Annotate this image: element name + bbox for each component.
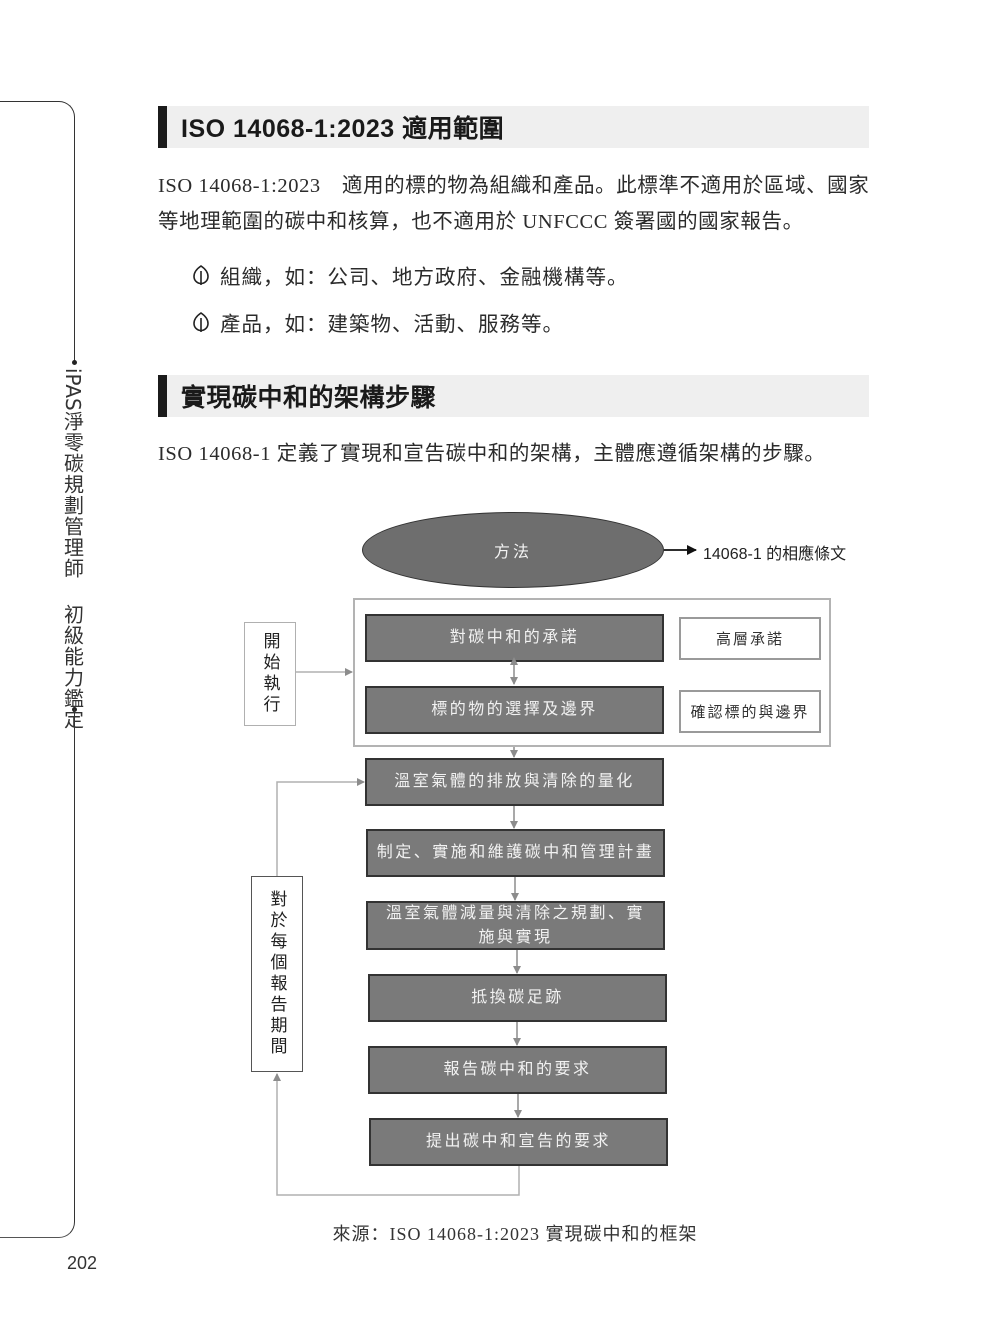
step-label: 抵換碳足跡 [471, 989, 564, 1006]
side-tab-title-latin: iPAS [61, 368, 85, 411]
heading-accent-bar [158, 106, 167, 148]
clause-legend-label: 14068-1 的相應條文 [703, 546, 847, 563]
step-ghg-quantification: 溫室氣體的排放與清除的量化 [365, 758, 664, 806]
step-declaration: 提出碳中和宣告的要求 [369, 1118, 668, 1166]
section-heading-scope: ISO 14068-1:2023 適用範圍 [158, 106, 869, 148]
clause-label: 高層承諾 [715, 632, 784, 648]
side-tab-title: iPAS 淨零碳規劃管理師 初級能力鑑定 [57, 368, 89, 730]
heading-accent-bar [158, 375, 167, 417]
step-label: 溫室氣體減量與清除之規劃、實施與實現 [385, 904, 645, 946]
start-execution-box: 開始執行 [244, 622, 296, 726]
step-label: 報告碳中和的要求 [443, 1061, 592, 1078]
scope-paragraph: ISO 14068-1:2023 適用的標的物為組織和產品。此標準不適用於區域、… [158, 175, 870, 233]
reporting-period-box: 對於每個報告期間 [251, 876, 303, 1072]
bullet-item: 組織，如：公司、地方政府、金融機構等。 [190, 260, 629, 290]
step-label: 標的物的選擇及邊界 [431, 701, 598, 718]
step-label: 對碳中和的承諾 [449, 629, 580, 646]
step-offset: 抵換碳足跡 [368, 974, 667, 1022]
side-tab-title-cjk: 淨零碳規劃管理師 初級能力鑑定 [60, 410, 85, 730]
method-label: 方法 [493, 544, 532, 561]
side-tab-line-bottom [0, 709, 75, 1238]
leaf-icon [193, 265, 209, 285]
side-tab-line-top [0, 101, 75, 362]
loop-label: 對於每個報告期間 [267, 890, 287, 1058]
method-ellipse: 方法 [362, 512, 664, 588]
step-label: 制定、實施和維護碳中和管理計畫 [376, 844, 655, 861]
step-reporting: 報告碳中和的要求 [368, 1046, 667, 1094]
clause-label: 確認標的與邊界 [690, 705, 810, 721]
bullet-text: 組織，如：公司、地方政府、金融機構等。 [220, 267, 629, 289]
bullet-text: 產品，如：建築物、活動、服務等。 [220, 314, 564, 336]
side-tab-dot-top [72, 360, 77, 365]
clause-confirm-boundary: 確認標的與邊界 [679, 690, 821, 733]
page-number: 202 [67, 1253, 98, 1273]
bullet-item: 產品，如：建築物、活動、服務等。 [190, 307, 564, 337]
leaf-icon [193, 312, 209, 332]
heading-text: ISO 14068-1:2023 適用範圍 [181, 115, 505, 143]
framework-paragraph: ISO 14068-1 定義了實現和宣告碳中和的架構，主體應遵循架構的步驟。 [158, 443, 826, 465]
step-label: 溫室氣體的排放與清除的量化 [394, 773, 635, 790]
section-heading-framework: 實現碳中和的架構步驟 [158, 375, 869, 417]
step-reduction-planning: 溫室氣體減量與清除之規劃、實施與實現 [366, 901, 665, 950]
step-subject-boundary: 標的物的選擇及邊界 [365, 686, 664, 734]
start-label: 開始執行 [260, 632, 280, 716]
heading-text: 實現碳中和的架構步驟 [181, 384, 437, 412]
step-management-plan: 制定、實施和維護碳中和管理計畫 [366, 829, 665, 877]
step-label: 提出碳中和宣告的要求 [425, 1133, 611, 1150]
step-commitment: 對碳中和的承諾 [365, 614, 664, 662]
figure-caption: 來源：ISO 14068-1:2023 實現碳中和的框架 [332, 1224, 698, 1244]
clause-high-level-commitment: 高層承諾 [679, 617, 821, 660]
